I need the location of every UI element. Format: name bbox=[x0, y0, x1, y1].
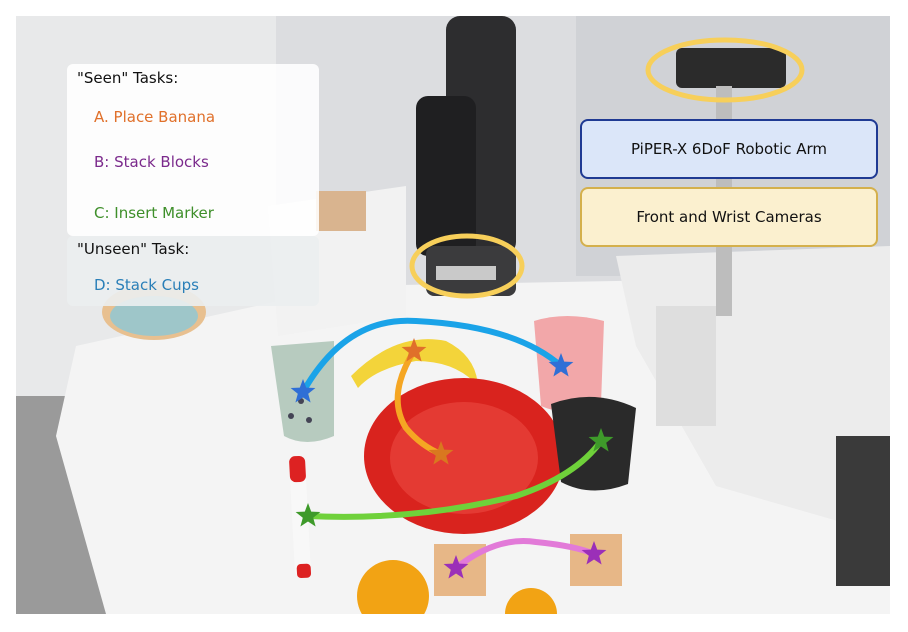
banana bbox=[351, 339, 478, 388]
unseen-tasks-panel: "Unseen" Task: D: Stack Cups bbox=[67, 236, 319, 306]
cameras-callout: Front and Wrist Cameras bbox=[580, 187, 878, 247]
task-place-banana: A. Place Banana bbox=[94, 108, 216, 126]
star-marker-icon bbox=[290, 379, 316, 403]
star-marker-icon bbox=[428, 441, 454, 465]
orange-right bbox=[505, 588, 557, 614]
wrist-camera-highlight bbox=[409, 233, 525, 299]
marker bbox=[289, 460, 311, 577]
front-camera bbox=[676, 48, 786, 88]
star-marker-icon bbox=[588, 428, 614, 452]
star-marker-icon bbox=[401, 338, 427, 362]
seen-tasks-header: "Seen" Tasks: bbox=[77, 69, 179, 87]
star-marker-icon bbox=[443, 555, 469, 579]
trajectory-stack-blocks bbox=[453, 538, 597, 571]
orange-left bbox=[357, 560, 429, 614]
robotic-arm-callout: PiPER-X 6DoF Robotic Arm bbox=[580, 119, 878, 179]
star-marker-icon bbox=[290, 338, 614, 579]
seen-tasks-panel: "Seen" Tasks: A. Place Banana B: Stack B… bbox=[67, 64, 319, 236]
robot-base bbox=[656, 306, 716, 426]
red-plate-center bbox=[390, 402, 538, 514]
trajectory-place-banana bbox=[394, 348, 444, 457]
task-stack-blocks: B: Stack Blocks bbox=[94, 153, 209, 171]
front-camera-highlight bbox=[645, 37, 805, 103]
box-content bbox=[316, 191, 366, 231]
wrist-camera bbox=[436, 266, 496, 280]
star-marker-icon bbox=[548, 353, 574, 377]
star-marker-icon bbox=[295, 503, 321, 527]
robot-arm-joint bbox=[416, 96, 476, 256]
star-marker-icon bbox=[581, 541, 607, 565]
unseen-tasks-header: "Unseen" Task: bbox=[77, 240, 190, 258]
bowl-inner bbox=[110, 296, 198, 336]
trajectory-stack-cups bbox=[300, 317, 564, 395]
task-insert-marker: C: Insert Marker bbox=[94, 204, 214, 222]
right-device bbox=[836, 436, 890, 586]
trajectory-insert-marker bbox=[305, 438, 604, 520]
task-stack-cups: D: Stack Cups bbox=[94, 276, 199, 294]
